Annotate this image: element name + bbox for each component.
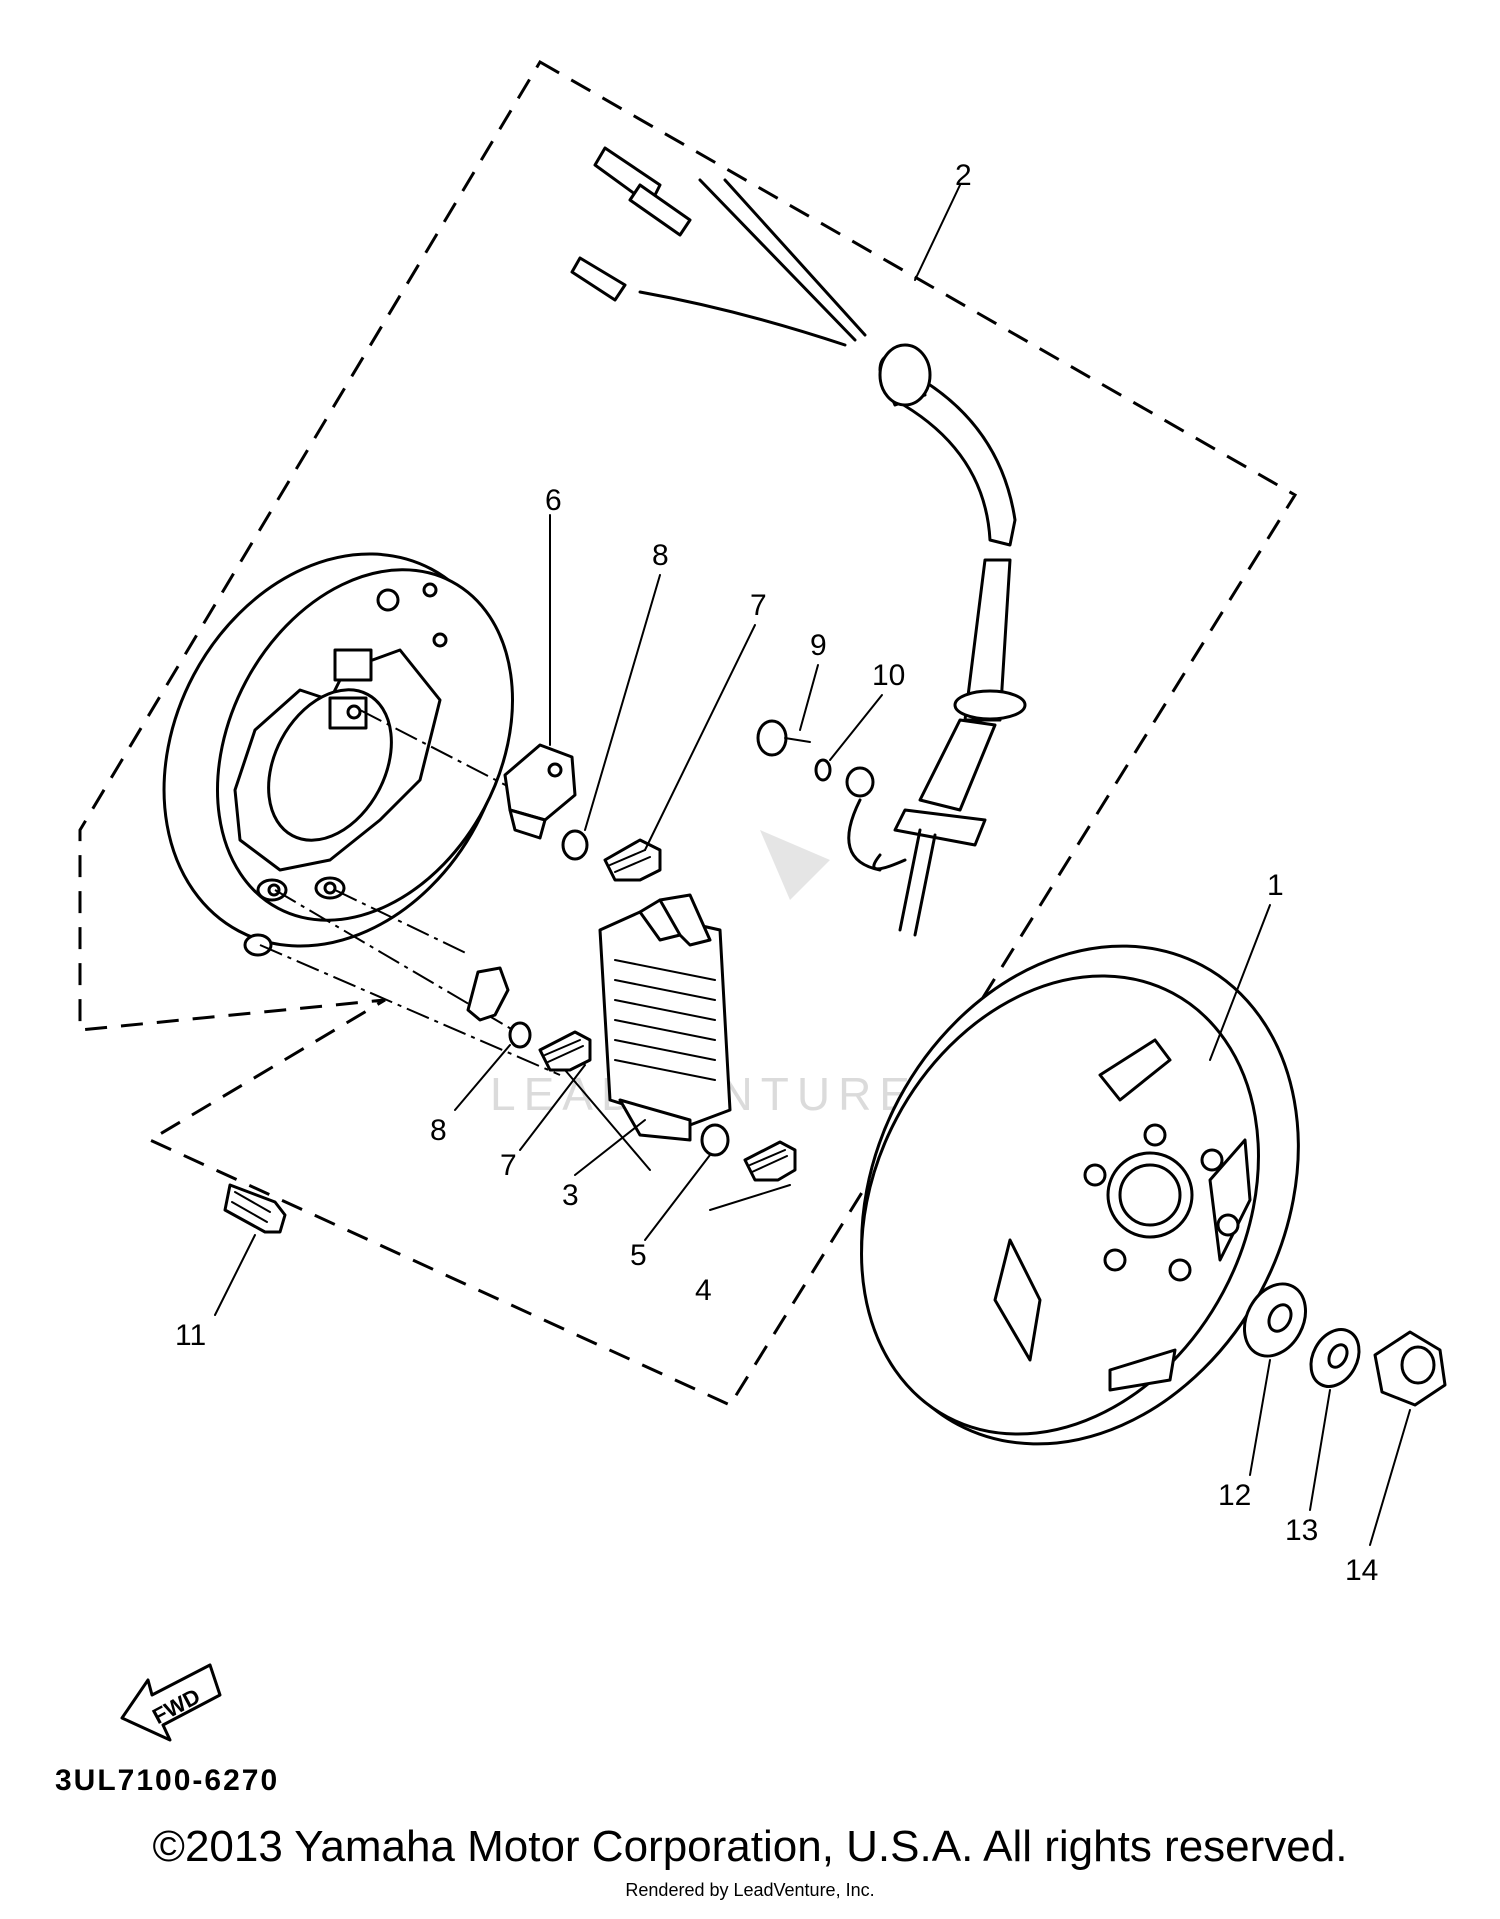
stator-screw xyxy=(223,1183,287,1234)
callout-12: 12 xyxy=(1218,1479,1251,1512)
callout-6: 6 xyxy=(545,484,562,517)
callout-14: 14 xyxy=(1345,1554,1378,1587)
wire-harness xyxy=(570,146,1027,937)
pickup-coil xyxy=(503,743,577,840)
stator-assembly-boundary xyxy=(78,59,1298,1407)
callout-13: 13 xyxy=(1285,1514,1318,1547)
wire-clamp xyxy=(466,966,510,1022)
callout-3: 3 xyxy=(562,1179,579,1212)
callout-9: 9 xyxy=(810,629,827,662)
rendered-by-notice: Rendered by LeadVenture, Inc. xyxy=(625,1880,875,1900)
callout-11: 11 xyxy=(175,1319,206,1352)
callout-1: 1 xyxy=(1267,869,1284,902)
callout-4: 4 xyxy=(695,1274,712,1307)
callout-8-upper: 8 xyxy=(652,539,669,572)
lighting-coil xyxy=(598,893,732,1142)
callout-7-upper: 7 xyxy=(750,589,767,622)
callout-numbers: 2 6 8 7 9 10 1 8 7 3 5 4 11 12 13 14 xyxy=(175,159,1378,1587)
diagram-part-code: 3UL7100-6270 xyxy=(55,1764,279,1797)
callout-10: 10 xyxy=(872,659,905,692)
stator-plate xyxy=(162,552,514,957)
callout-8-lower: 8 xyxy=(430,1114,447,1147)
flywheel-rotor xyxy=(860,944,1300,1446)
pickup-fasteners xyxy=(508,829,662,1072)
callout-7-lower: 7 xyxy=(500,1149,517,1182)
rotor-fasteners xyxy=(1243,1282,1447,1407)
coil-fasteners xyxy=(700,1123,797,1182)
leader-lines xyxy=(214,184,1411,1546)
ground-fasteners xyxy=(756,719,882,872)
callout-2: 2 xyxy=(955,159,972,192)
callout-5: 5 xyxy=(630,1239,647,1272)
copyright-notice: ©2013 Yamaha Motor Corporation, U.S.A. A… xyxy=(152,1822,1348,1871)
forward-arrow-icon: FWD xyxy=(120,1663,222,1742)
